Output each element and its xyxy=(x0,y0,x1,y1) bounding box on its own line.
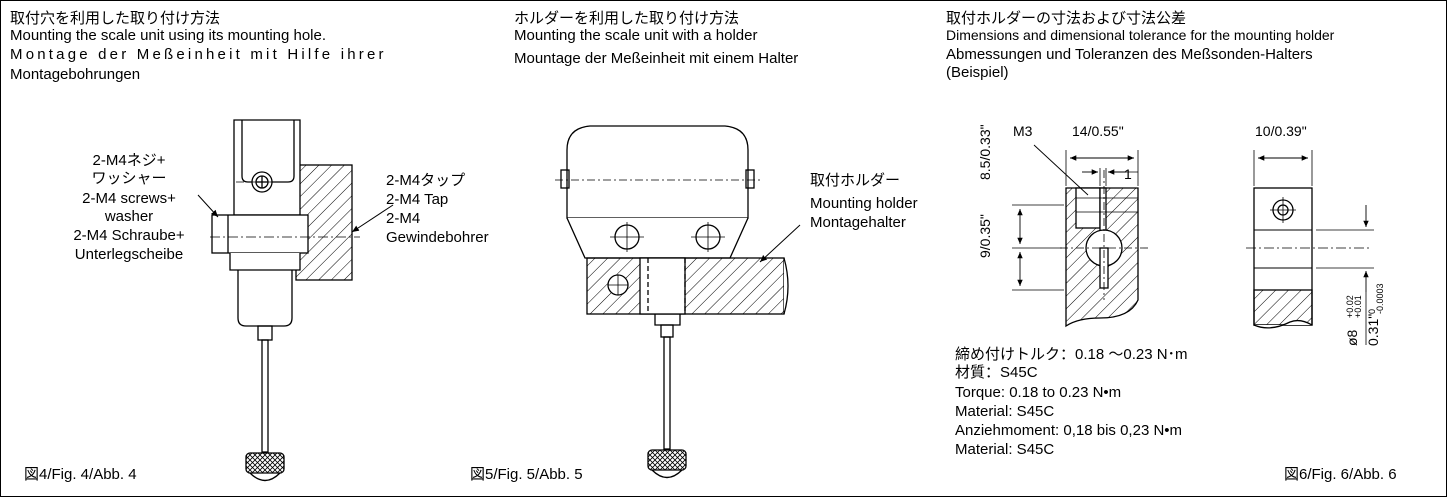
fig4-knurled-tip xyxy=(245,452,285,474)
fig4-tap-label-2: 2-M4 Tap xyxy=(386,191,449,208)
fig5-scale-body xyxy=(566,125,749,219)
fig4-tap-label-4: Gewindebohrer xyxy=(386,229,489,246)
fig5-caption: 図5/Fig. 5/Abb. 5 xyxy=(470,466,583,483)
fig4-screw-label-2: ワッシャー xyxy=(91,170,167,187)
fig6-dim-bore: ø8 xyxy=(1344,329,1360,346)
fig5-title-en: Mounting the scale unit with a holder xyxy=(514,27,758,44)
fig6-note-torque-ja: 締め付けトルク：0.18 〜0.23 N･m xyxy=(955,346,1188,363)
fig6-note-material-en: Material: S45C xyxy=(955,403,1055,420)
fig6-drawing xyxy=(1012,144,1374,345)
fig4-stem xyxy=(261,339,269,453)
fig6-note-torque-de: Anziehmoment: 0,18 bis 0,23 N•m xyxy=(955,422,1183,439)
fig6-title-de-line2: (Beispiel) xyxy=(946,64,1009,81)
fig5-holder-label-1: 取付ホルダー xyxy=(810,172,901,189)
fig4-title-ja: 取付穴を利用した取り付け方法 xyxy=(10,10,221,27)
fig4-flange xyxy=(211,214,309,254)
fig6-note-material-de: Material: S45C xyxy=(955,441,1055,458)
fig4-scale-body xyxy=(233,119,301,216)
fig6-dim-v1: 8.5/0.33" xyxy=(977,124,993,180)
fig4-title-de-line1: Montage der Meßeinheit mit Hilfe ihrer xyxy=(10,46,387,63)
fig5-holder-label-2: Mounting holder xyxy=(810,195,918,212)
fig4-tap-label-1: 2-M4タップ xyxy=(386,172,466,189)
fig4-caption: 図4/Fig. 4/Abb. 4 xyxy=(24,466,137,483)
fig6-title-en: Dimensions and dimensional tolerance for… xyxy=(946,27,1335,43)
fig4-title-en: Mounting the scale unit using its mounti… xyxy=(10,27,327,44)
fig5-holder-label-3: Montagehalter xyxy=(810,214,906,231)
fig5-stem xyxy=(663,336,671,450)
fig4-screw-label-6: Unterlegscheibe xyxy=(74,246,184,263)
fig4-drawing xyxy=(197,119,394,482)
fig4-screw-label-3: 2-M4 screws+ xyxy=(82,190,176,207)
fig5-knurled-tip xyxy=(647,449,687,471)
fig6-dim-side-width: 10/0.39" xyxy=(1255,123,1307,139)
fig4-tap-label-3: 2-M4 xyxy=(386,210,421,227)
fig6-dim-bore-in-lower: -0.0003 xyxy=(1375,283,1385,314)
fig6-dim-m3: M3 xyxy=(1013,123,1033,139)
fig6-dim-bore-in: 0.31" xyxy=(1365,313,1381,346)
fig5-title-ja: ホルダーを利用した取り付け方法 xyxy=(514,10,740,27)
fig6-title-ja: 取付ホルダーの寸法および寸法公差 xyxy=(946,10,1187,27)
fig6-dim-v2: 9/0.35" xyxy=(977,214,993,258)
fig5-drawing xyxy=(555,125,801,479)
fig4-screw-label-1: 2-M4ネジ+ xyxy=(92,152,166,169)
fig4-title-de-line2: Montagebohrungen xyxy=(10,66,141,83)
fig6-note-torque-en: Torque: 0.18 to 0.23 N•m xyxy=(955,384,1122,401)
fig6-title-de-line1: Abmessungen und Toleranzen des Meßsonden… xyxy=(946,46,1313,63)
fig6-caption: 図6/Fig. 6/Abb. 6 xyxy=(1284,466,1397,483)
fig6-dim-bore-tol-lower: +0.01 xyxy=(1353,295,1363,318)
fig5-title-de: Mountage der Meßeinheit mit einem Halter xyxy=(514,50,799,67)
fig6-note-material-ja: 材質：S45C xyxy=(955,364,1038,381)
fig6-dim-width: 14/0.55" xyxy=(1072,123,1124,139)
fig4-screw-label-5: 2-M4 Schraube+ xyxy=(73,227,185,244)
fig4-screw-label-4: washer xyxy=(104,208,154,225)
fig6-dim-slot: 1 xyxy=(1124,166,1132,182)
